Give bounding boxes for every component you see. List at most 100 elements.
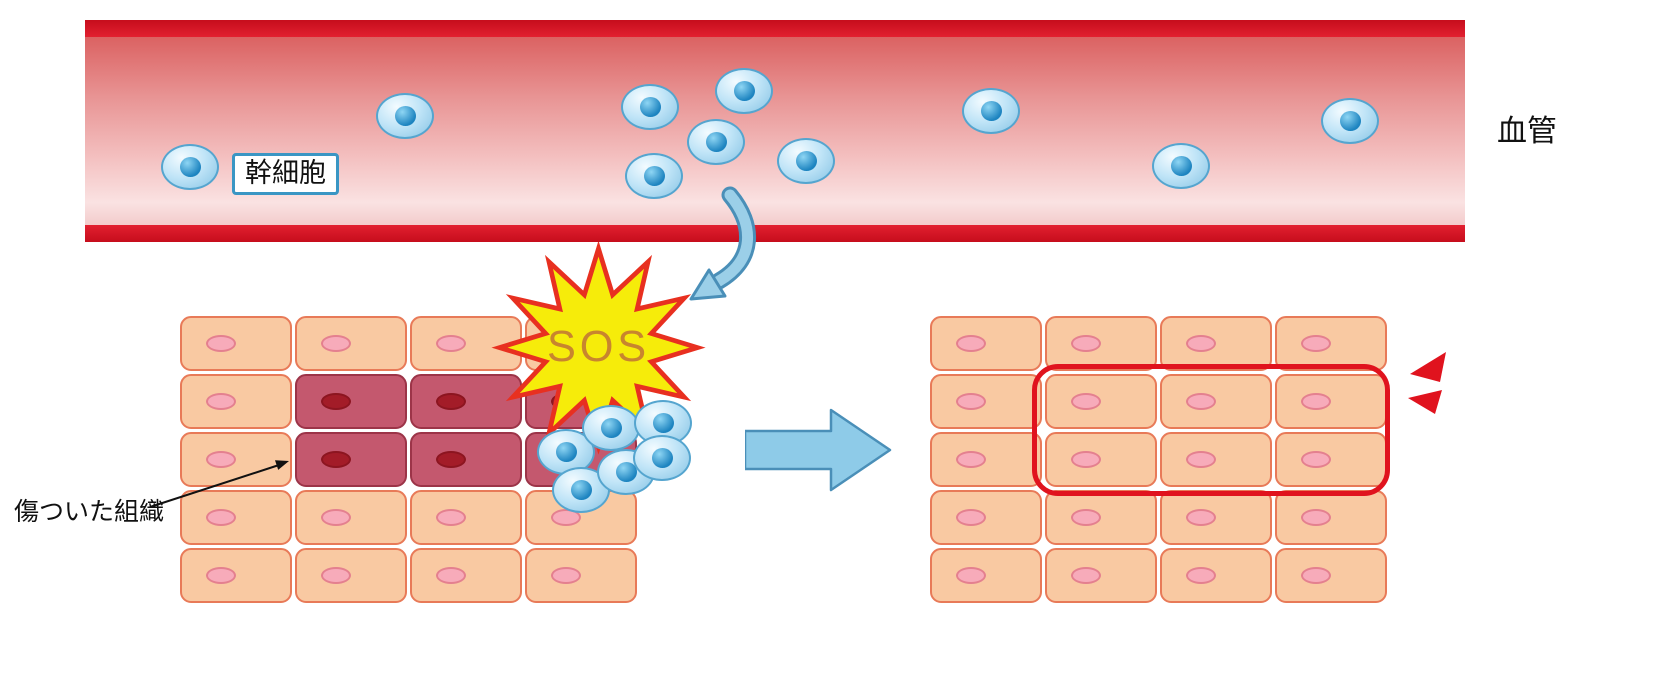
repaired-area-outline <box>1032 364 1390 496</box>
tissue-cell <box>1160 548 1272 603</box>
block-arrow-shape <box>745 408 892 492</box>
tissue-cell <box>410 490 522 545</box>
damaged-tissue-cell <box>295 432 407 487</box>
vessel-label: 血管 <box>1497 115 1557 148</box>
cell-nucleus <box>1301 451 1331 468</box>
stem-cell-nucleus <box>555 442 577 463</box>
damaged-tissue-label: 傷ついた組織 <box>14 498 165 526</box>
cell-nucleus <box>206 335 236 352</box>
cell-nucleus <box>1186 393 1216 410</box>
vessel-wall-top <box>85 20 1465 37</box>
tissue-cell <box>1275 316 1387 371</box>
cell-nucleus <box>1301 335 1331 352</box>
tissue-cell <box>1275 490 1387 545</box>
tissue-cell <box>1275 548 1387 603</box>
cell-nucleus <box>956 567 986 584</box>
cell-nucleus <box>321 509 351 526</box>
cell-nucleus <box>436 567 466 584</box>
stem-cell <box>376 93 434 139</box>
stem-cell <box>633 435 691 481</box>
cell-nucleus <box>1071 567 1101 584</box>
emphasis-marks <box>1408 352 1446 414</box>
emphasis-triangle-top <box>1410 352 1446 382</box>
tissue-cell <box>930 374 1042 429</box>
stem-cell-nucleus <box>394 106 416 127</box>
stem-cell-nucleus <box>615 462 637 483</box>
repaired-tissue-grid <box>930 316 1387 603</box>
stem-cell-nucleus <box>980 101 1002 122</box>
stem-cell-nucleus <box>705 132 727 153</box>
cell-nucleus <box>551 567 581 584</box>
cell-nucleus <box>321 567 351 584</box>
tissue-cell <box>1160 316 1272 371</box>
tissue-cell <box>180 374 292 429</box>
tissue-cell <box>295 490 407 545</box>
cell-nucleus <box>1301 393 1331 410</box>
curved-arrow <box>689 186 757 301</box>
stem-cell <box>161 144 219 190</box>
stem-cell-nucleus <box>1339 111 1361 132</box>
tissue-cell <box>525 548 637 603</box>
cell-nucleus <box>436 393 466 410</box>
stem-cell <box>962 88 1020 134</box>
emphasis-triangle-bottom <box>1408 390 1442 414</box>
stem-cell-label: 幹細胞 <box>232 153 339 195</box>
tissue-cell <box>180 432 292 487</box>
cell-nucleus <box>956 509 986 526</box>
damaged-tissue-cell <box>410 432 522 487</box>
tissue-cell <box>1045 432 1157 487</box>
stem-cell <box>625 153 683 199</box>
tissue-cell <box>1045 548 1157 603</box>
stem-cell <box>552 467 610 513</box>
cell-nucleus <box>956 451 986 468</box>
cell-nucleus <box>1186 567 1216 584</box>
damaged-tissue-cell <box>410 374 522 429</box>
tissue-cell <box>930 432 1042 487</box>
cell-nucleus <box>956 335 986 352</box>
stem-cell-nucleus <box>570 480 592 501</box>
stem-cell <box>582 405 640 451</box>
tissue-cell <box>930 490 1042 545</box>
cell-nucleus <box>321 393 351 410</box>
cell-nucleus <box>206 451 236 468</box>
tissue-cell <box>295 316 407 371</box>
stem-cell <box>1152 143 1210 189</box>
tissue-cell <box>1045 490 1157 545</box>
tissue-cell <box>410 548 522 603</box>
cell-nucleus <box>321 335 351 352</box>
stem-cell-nucleus <box>651 448 673 469</box>
tissue-cell <box>295 548 407 603</box>
cell-nucleus <box>1071 393 1101 410</box>
cell-nucleus <box>1071 509 1101 526</box>
cell-nucleus <box>436 509 466 526</box>
stem-cell <box>777 138 835 184</box>
stem-cell <box>687 119 745 165</box>
stem-cell-nucleus <box>639 97 661 118</box>
cell-nucleus <box>436 335 466 352</box>
stem-cell-nucleus <box>600 418 622 439</box>
cell-nucleus <box>436 451 466 468</box>
cell-nucleus <box>206 567 236 584</box>
cell-nucleus <box>1301 509 1331 526</box>
tissue-cell <box>1160 432 1272 487</box>
stem-cell-nucleus <box>1170 156 1192 177</box>
transition-arrow <box>745 408 892 492</box>
tissue-cell <box>180 490 292 545</box>
cell-nucleus <box>1071 451 1101 468</box>
stem-cell-nucleus <box>643 166 665 187</box>
sos-text: SOS <box>547 323 650 371</box>
stem-cell-nucleus <box>179 157 201 178</box>
cell-nucleus <box>1186 335 1216 352</box>
stem-cell <box>1321 98 1379 144</box>
tissue-cell <box>1160 374 1272 429</box>
tissue-cell <box>180 548 292 603</box>
tissue-cell <box>180 316 292 371</box>
cell-nucleus <box>1301 567 1331 584</box>
pointer-arrow <box>149 460 289 508</box>
cell-nucleus <box>956 393 986 410</box>
stem-cell <box>715 68 773 114</box>
cell-nucleus <box>206 393 236 410</box>
damaged-tissue-cell <box>295 374 407 429</box>
cell-nucleus <box>1186 451 1216 468</box>
